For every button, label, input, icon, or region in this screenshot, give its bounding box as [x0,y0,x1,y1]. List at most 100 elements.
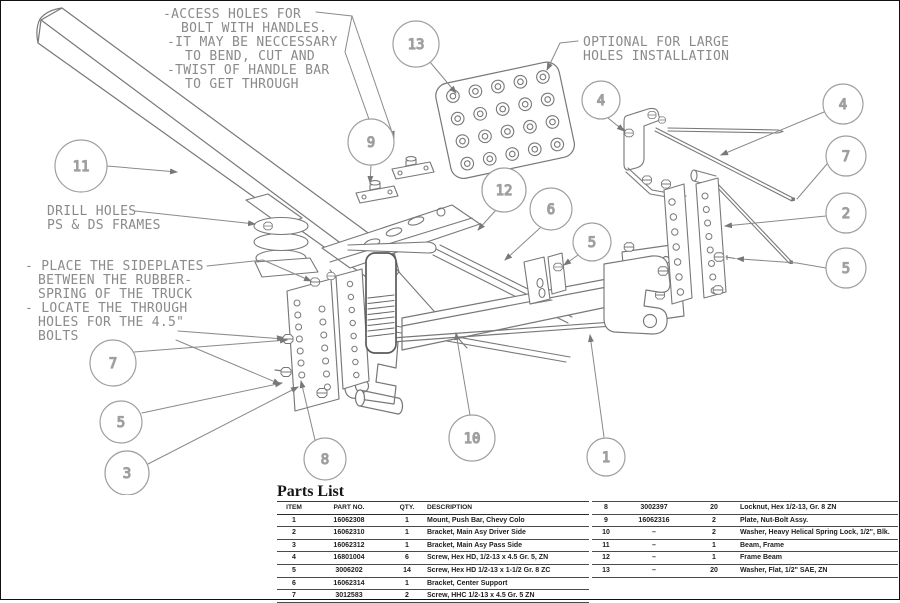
callout-2: 2 [825,192,867,234]
table-cell: 6 [292,579,296,587]
parts-table-header: ITEM PART NO. QTY. DESCRIPTION [277,501,589,515]
table-cell: Screw, Hex HD, 1/2-13 x 4.5 Gr. 5, ZN [427,554,549,562]
svg-text:BETWEEN THE RUBBER-: BETWEEN THE RUBBER- [38,273,192,288]
svg-text:2: 2 [842,206,850,222]
callout-7-left: 7 [89,339,137,387]
table-cell: 1 [405,516,409,524]
svg-text:13: 13 [408,37,425,53]
table-cell: 16801004 [333,554,365,562]
table-cell: 11 [602,541,610,549]
table-cell: Locknut, Hex 1/2-13, Gr. 8 ZN [740,504,837,511]
callout-5-mid: 5 [572,222,612,262]
svg-text:3: 3 [123,466,131,482]
callout-3: 3 [104,450,150,495]
nut-bolt-plates [355,156,435,204]
svg-text:10: 10 [464,431,481,447]
center-support-bracket [523,252,567,305]
assembly-diagram: -ACCESS HOLES FOR BOLT WITH HANDLES. -IT… [25,7,867,495]
table-cell: Bracket, Main Asy Driver Side [427,529,526,537]
parts-table-right-body: 8 3002397 20 Locknut, Hex 1/2-13, Gr. 8 ZN 9… [592,501,898,578]
table-cell: – [652,554,656,562]
table-cell: 12 [602,554,610,562]
svg-text:12: 12 [496,183,513,199]
table-row: 12 – 1 Frame Beam [592,551,898,565]
svg-text:HOLES INSTALLATION: HOLES INSTALLATION [583,49,729,64]
table-cell: 1 [712,554,716,562]
table-cell: 2 [405,592,409,600]
svg-text:4: 4 [597,93,605,109]
svg-text:-IT MAY BE NECCESSARY: -IT MAY BE NECCESSARY [167,35,338,50]
svg-text:SPRING OF THE TRUCK: SPRING OF THE TRUCK [38,287,192,302]
callout-9: 9 [347,118,395,166]
annotation-optional: OPTIONAL FOR LARGE HOLES INSTALLATION [583,35,729,64]
svg-text:5: 5 [117,415,125,431]
table-cell: 10 [602,529,610,537]
svg-text:5: 5 [842,261,850,277]
callout-5-right: 5 [825,247,867,289]
table-cell: 16062312 [333,541,365,549]
svg-text:5: 5 [588,235,596,251]
svg-text:TO GET THROUGH: TO GET THROUGH [185,77,299,92]
table-cell: 20 [710,504,718,511]
table-row: 11 – 1 Beam, Frame [592,539,898,552]
table-cell: Screw, HHC 1/2-13 x 4.5 Gr. 5 ZN [427,592,535,600]
table-cell: 3006202 [335,566,363,574]
table-row: 8 3002397 20 Locknut, Hex 1/2-13, Gr. 8 ZN [592,501,898,515]
annotation-access-holes: -ACCESS HOLES FOR BOLT WITH HANDLES. -IT… [163,7,338,92]
svg-text:HOLES FOR THE 4.5": HOLES FOR THE 4.5" [38,315,184,330]
table-cell: 13 [602,566,610,574]
svg-text:6: 6 [547,202,555,218]
col-item: ITEM [286,504,302,511]
callout-4-left: 4 [581,80,621,120]
push-bar-post [365,252,397,354]
table-row: 6 16062314 1 Bracket, Center Support [277,577,589,590]
svg-text:11: 11 [73,159,90,175]
col-partno: PART NO. [333,504,365,511]
table-cell: Plate, Nut-Bolt Assy. [740,516,809,524]
svg-text:BOLT WITH HANDLES.: BOLT WITH HANDLES. [181,21,327,36]
svg-text:-ACCESS HOLES FOR: -ACCESS HOLES FOR [163,7,301,22]
table-cell: – [652,541,656,549]
table-cell: Frame Beam [740,554,783,562]
table-cell: 1 [712,541,716,549]
callout-balloons: 13 9 11 12 6 5 4 4 7 2 5 7 5 3 8 10 1 [54,20,867,495]
table-cell: 2 [712,529,716,537]
table-cell: 20 [710,566,718,574]
table-cell: 16062310 [333,529,365,537]
svg-text:BOLTS: BOLTS [38,329,79,344]
svg-text:-TWIST OF HANDLE BAR: -TWIST OF HANDLE BAR [167,63,330,78]
table-cell: 1 [405,579,409,587]
callout-8: 8 [303,437,347,481]
table-cell: Beam, Frame [740,541,784,549]
callout-5-left: 5 [99,400,143,444]
svg-text:DRILL HOLES: DRILL HOLES [47,204,136,219]
table-cell: 2 [712,516,716,524]
callout-1: 1 [586,437,626,477]
svg-text:OPTIONAL FOR LARGE: OPTIONAL FOR LARGE [583,35,729,50]
svg-text:8: 8 [321,452,329,468]
table-cell: Mount, Push Bar, Chevy Colo [427,516,525,524]
table-cell: 3002397 [640,504,668,511]
svg-text:TO BEND, CUT AND: TO BEND, CUT AND [185,49,315,64]
table-cell: 9 [604,516,608,524]
callout-12: 12 [481,167,527,213]
perforated-plate [435,61,575,180]
table-cell: 1 [405,541,409,549]
table-cell: 8 [604,504,608,511]
table-cell: Washer, Flat, 1/2" SAE, ZN [740,566,828,574]
table-cell: Bracket, Center Support [427,579,508,587]
right-clevis-bracket [603,243,685,335]
svg-text:1: 1 [602,450,610,466]
table-cell: 16062314 [333,579,365,587]
annotation-drill-holes: DRILL HOLES PS & DS FRAMES [47,204,160,233]
table-cell: 6 [405,554,409,562]
parts-table-right: 8 3002397 20 Locknut, Hex 1/2-13, Gr. 8 ZN 9… [592,501,898,578]
